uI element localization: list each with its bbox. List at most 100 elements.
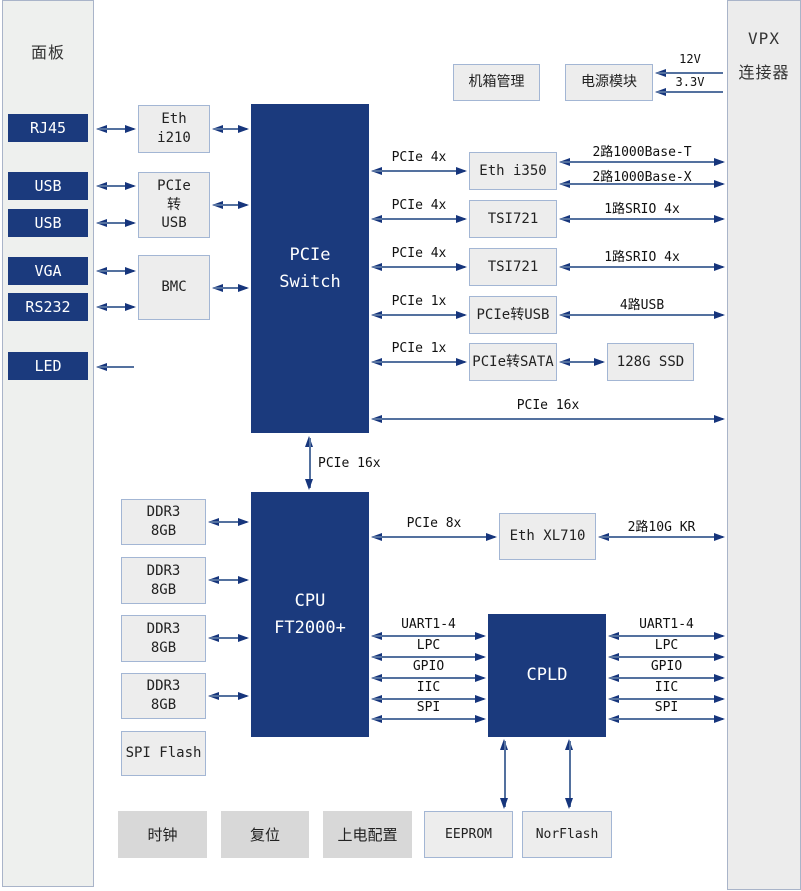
arrow-usb1-bridge [96, 181, 136, 191]
eth-i210-chip: Eth i210 [138, 105, 210, 153]
arrow-ddr2-cpu [208, 575, 249, 585]
cpu-line1: CPU [294, 591, 326, 612]
label-bus-left-lpc: LPC [416, 638, 441, 653]
label-bus-left-gpio: GPIO [412, 659, 445, 674]
eth-xl710-label: Eth XL710 [509, 528, 586, 545]
label-pcie4x-2: PCIe 4x [391, 198, 447, 213]
ddr1-line1: DDR3 [146, 504, 181, 521]
eth-i350-chip: Eth i350 [469, 152, 557, 190]
ddr2-line2: 8GB [150, 581, 177, 598]
label-10g-kr: 2路10G KR [627, 520, 696, 535]
arrow-switch-tsi721-1 [371, 214, 467, 224]
arrow-switch-tsi721-2 [371, 262, 467, 272]
eeprom-label: EEPROM [445, 826, 492, 842]
cpu-block: CPU FT2000+ [251, 492, 369, 737]
arrow-switch-pcie2usb [371, 310, 467, 320]
arrow-usb2-bridge [96, 218, 136, 228]
label-srio-1: 1路SRIO 4x [604, 202, 680, 217]
pcie-to-usb-bridge-chip: PCIe 转 USB [138, 172, 210, 238]
arrow-srio-2 [559, 262, 725, 272]
pcie-switch-line2: Switch [279, 271, 341, 292]
pcie2sata-label: PCIe转SATA [472, 353, 554, 370]
port-rj45: RJ45 [8, 114, 88, 142]
vpx-title-line1: VPX [748, 29, 780, 48]
ddr4-line2: 8GB [150, 697, 177, 713]
clock-label: 时钟 [147, 826, 178, 844]
pcie-switch-line1: PCIe [289, 245, 331, 266]
eth-xl710-chip: Eth XL710 [499, 513, 596, 560]
ssd-label: 128G SSD [616, 353, 685, 370]
arrow-cpu-cpld-uart [371, 631, 486, 641]
arrow-cpld-vpx-lpc [608, 652, 725, 662]
arrow-bmc-switch [212, 283, 249, 293]
pcie-usb-line3: USB [161, 215, 187, 232]
ddr3-chip-4: DDR3 8GB [121, 673, 206, 719]
arrow-usb4 [559, 310, 725, 320]
eeprom-chip: EEPROM [424, 811, 513, 858]
port-vga: VGA [8, 257, 88, 285]
arrow-cpu-cpld-gpio [371, 673, 486, 683]
pcie-to-sata-chip: PCIe转SATA [469, 343, 557, 381]
cpu-line2: FT2000+ [274, 617, 346, 638]
tsi721-chip-1: TSI721 [469, 200, 557, 238]
arrow-cpld-eeprom [499, 739, 511, 809]
arrow-switch-cpu [304, 436, 316, 490]
power-on-config-block: 上电配置 [323, 811, 412, 858]
reset-label: 复位 [249, 826, 280, 844]
norflash-label: NorFlash [535, 826, 599, 842]
pcie-switch-block: PCIe Switch [251, 104, 369, 433]
label-bus-right-iic: IIC [654, 680, 679, 695]
ddr3-chip-1: DDR3 8GB [121, 499, 206, 545]
label-3v3: 3.3V [675, 75, 705, 89]
arrow-rs232-bmc [96, 302, 136, 312]
arrow-cpu-xl710 [371, 532, 497, 542]
cpld-block: CPLD [488, 614, 606, 737]
reset-block: 复位 [221, 811, 309, 858]
arrow-1000base-x [559, 179, 725, 189]
port-usb-2: USB [8, 209, 88, 237]
ddr3-line2: 8GB [150, 639, 177, 656]
arrow-rj45-eth-i210 [96, 124, 136, 134]
arrow-led [96, 362, 136, 372]
power-module-chip: 电源模块 [565, 64, 653, 101]
front-panel-title: 面板 [30, 43, 65, 62]
bmc-chip: BMC [138, 255, 210, 320]
label-pcie16x-v: PCIe 16x [318, 456, 381, 471]
spi-flash-chip: SPI Flash [121, 731, 206, 776]
label-pcie1x-2: PCIe 1x [391, 341, 447, 356]
label-pcie4x-3: PCIe 4x [391, 246, 447, 261]
label-bus-right-spi: SPI [654, 700, 679, 715]
power-module-label: 电源模块 [581, 74, 637, 91]
pcie-usb-line1: PCIe [157, 177, 191, 194]
eth-i210-line2: i210 [157, 130, 191, 146]
arrow-xl710-vpx [598, 532, 725, 542]
port-usb-1: USB [8, 172, 88, 200]
tsi721-2-label: TSI721 [487, 258, 539, 275]
eth-i350-label: Eth i350 [479, 162, 547, 179]
vpx-connector-column: VPX 连接器 [727, 0, 801, 890]
pcie-usb-line2: 转 [167, 196, 181, 213]
ddr3-line1: DDR3 [146, 620, 181, 637]
arrow-sata-ssd [559, 357, 605, 367]
cpld-label: CPLD [526, 665, 568, 686]
front-panel-column: 面板 [2, 0, 94, 887]
arrow-switch-i350 [371, 166, 467, 176]
power-on-config-label: 上电配置 [337, 826, 398, 844]
arrow-cpld-norflash [564, 739, 576, 809]
spi-flash-label: SPI Flash [125, 745, 202, 762]
arrow-1000base-t [559, 157, 725, 167]
pcie-to-usb-chip: PCIe转USB [469, 296, 557, 334]
ddr2-line1: DDR3 [146, 562, 181, 579]
arrow-cpld-vpx-spi [608, 714, 725, 724]
arrow-12v-rail [655, 68, 725, 78]
label-bus-right-gpio: GPIO [650, 659, 683, 674]
arrow-ddr3-cpu [208, 633, 249, 643]
arrow-cpld-vpx-uart [608, 631, 725, 641]
chassis-management-chip: 机箱管理 [453, 64, 540, 101]
port-rs232: RS232 [8, 293, 88, 321]
arrow-ddr4-cpu [208, 691, 249, 701]
label-bus-left-uart: UART1-4 [401, 617, 456, 632]
label-pcie4x-1: PCIe 4x [391, 150, 447, 165]
label-pcie1x-1: PCIe 1x [391, 294, 447, 309]
arrow-vga-bmc [96, 266, 136, 276]
